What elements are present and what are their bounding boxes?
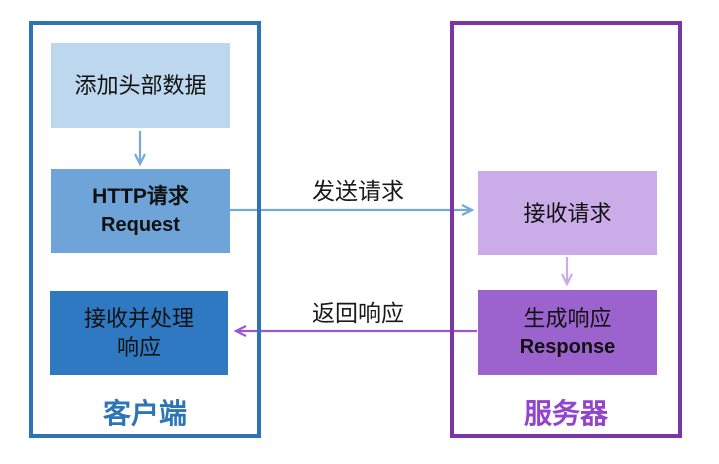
return-response-label: 返回响应 bbox=[312, 300, 404, 326]
add-header-data-box: 添加头部数据 bbox=[51, 43, 230, 128]
generate-response-box: 生成响应 Response bbox=[478, 290, 657, 375]
receive-and-process-response-box: 接收并处理 响应 bbox=[50, 291, 228, 375]
generate-response-line2: Response bbox=[519, 335, 616, 358]
add-header-data-text: 添加头部数据 bbox=[74, 73, 207, 98]
http-request-line2: Request bbox=[101, 214, 180, 236]
receive-request-box: 接收请求 bbox=[478, 171, 657, 255]
client-container bbox=[29, 21, 261, 438]
generate-response-line1: 生成响应 bbox=[523, 305, 612, 331]
receive-and-process-line2: 响应 bbox=[116, 335, 161, 360]
send-request-label: 发送请求 bbox=[312, 178, 404, 204]
server-container bbox=[450, 21, 682, 438]
receive-request-text: 接收请求 bbox=[523, 200, 612, 226]
http-request-box: HTTP请求 Request bbox=[51, 169, 230, 253]
http-request-line1: HTTP请求 bbox=[92, 185, 189, 208]
server-label: 服务器 bbox=[523, 398, 608, 429]
client-label: 客户端 bbox=[102, 398, 187, 429]
receive-and-process-line1: 接收并处理 bbox=[83, 306, 194, 331]
